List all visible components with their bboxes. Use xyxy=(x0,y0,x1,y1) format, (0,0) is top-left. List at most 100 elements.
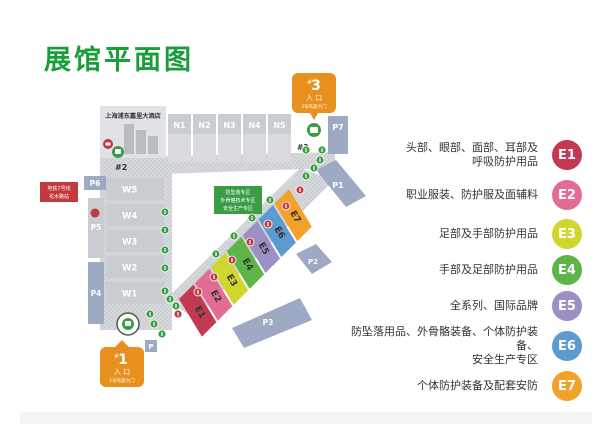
service-icon xyxy=(301,145,311,155)
p3-label: P3 xyxy=(263,318,274,327)
metro-icon xyxy=(90,208,100,218)
p-small-label: P xyxy=(148,343,153,351)
hall-label: W4 xyxy=(122,212,137,222)
legend-text-line: 个体防护装备及配套安防 xyxy=(417,379,538,392)
hall-n5[interactable]: N5 xyxy=(268,114,291,162)
info-icon xyxy=(227,255,237,265)
entrance-3[interactable]: # 3 入 口 3号有盖大门 xyxy=(292,73,336,120)
parking-p1[interactable]: P1 xyxy=(316,160,366,207)
info-icon xyxy=(281,201,291,211)
special-zone-callout: 防坠落专区 外骨骼技术专区 安全生产专区 xyxy=(214,186,262,214)
hall-e2[interactable]: E2 xyxy=(194,268,233,321)
legend-item-e1: 头部、眼部、面部、耳部及呼吸防护用品 E1 xyxy=(340,140,590,170)
hall-e7[interactable]: E7 xyxy=(274,189,312,242)
legend-text-line: 足部及手部防护用品 xyxy=(439,227,538,240)
info-icon xyxy=(295,185,305,195)
west-note-line-1: 地铁7号线 xyxy=(47,185,70,192)
legend-text-line: 手部及足部防护用品 xyxy=(439,263,538,276)
legend-badge: E2 xyxy=(552,180,582,210)
service-icon xyxy=(160,263,170,273)
hall-e3[interactable]: E3 xyxy=(210,252,249,305)
special-zone-line-3: 安全生产专区 xyxy=(223,205,253,212)
service-icon xyxy=(229,231,239,241)
legend-item-e2: 职业服装、防护服及面辅料 E2 xyxy=(340,180,590,210)
hall-label: W2 xyxy=(122,264,137,274)
hall-label: W1 xyxy=(122,290,137,300)
p4-label: P4 xyxy=(91,289,102,298)
entrance-3-number: 3 xyxy=(311,78,321,94)
hall-label: N1 xyxy=(173,121,186,130)
entrance-1-number: 1 xyxy=(118,352,128,368)
hall-w5[interactable]: W5 xyxy=(106,178,164,200)
hall-n4[interactable]: N4 xyxy=(243,114,266,162)
legend-text: 手部及足部防护用品 xyxy=(439,263,538,277)
special-zone-line-2: 外骨骼技术专区 xyxy=(220,197,255,204)
service-icon xyxy=(211,249,221,259)
hotel-name: 上海浦东嘉里大酒店 xyxy=(105,112,161,120)
legend-text-line: 职业服装、防护服及面辅料 xyxy=(406,188,538,201)
hall-w4[interactable]: W4 xyxy=(106,204,164,226)
hall-label: N3 xyxy=(223,121,235,130)
parking-p7[interactable]: P7 xyxy=(328,116,348,154)
entrance-3-label: 入 口 xyxy=(306,94,322,102)
legend-item-e6: 防坠落用品、外骨骼装备、个体防护装备、安全生产专区 E6 xyxy=(340,325,590,366)
hall-w2[interactable]: W2 xyxy=(106,256,164,278)
entrance-2-marker: #2 xyxy=(115,163,127,172)
parking-p2[interactable]: P2 xyxy=(296,244,332,274)
p7-label: P7 xyxy=(332,123,343,132)
hall-e1[interactable]: E1 xyxy=(179,284,217,337)
hall-w1[interactable]: W1 xyxy=(106,282,164,304)
parking-icon xyxy=(112,146,124,158)
service-icon xyxy=(165,294,175,304)
entrance-3-prefix: # xyxy=(307,79,312,86)
legend-badge: E3 xyxy=(552,219,582,249)
entrance-3-icon xyxy=(307,123,321,137)
legend-badge: E6 xyxy=(552,331,582,361)
parking-p3[interactable]: P3 xyxy=(232,298,312,348)
service-icon xyxy=(160,225,170,235)
hall-n3[interactable]: N3 xyxy=(218,114,241,162)
p1-label: P1 xyxy=(332,181,344,190)
legend-badge: E5 xyxy=(552,291,582,321)
hall-e5[interactable]: E5 xyxy=(242,220,281,273)
hall-e6[interactable]: E6 xyxy=(258,204,296,258)
legend-item-e4: 手部及足部防护用品 E4 xyxy=(340,255,590,285)
parking-p4[interactable]: P4 xyxy=(88,262,104,324)
p5-label: P5 xyxy=(91,223,102,232)
p6-label: P6 xyxy=(90,179,101,188)
parking-p5[interactable]: P5 xyxy=(88,198,104,258)
hall-n2[interactable]: N2 xyxy=(193,114,216,162)
entrance-3-sub: 3号有盖大门 xyxy=(301,103,327,110)
entrance-1[interactable]: # 1 入 口 1号有盖大门 xyxy=(100,340,144,387)
hall-label: W3 xyxy=(122,238,137,248)
hall-n1[interactable]: N1 xyxy=(168,114,191,162)
page-title: 展馆平面图 xyxy=(44,45,194,76)
legend-badge: E4 xyxy=(552,255,582,285)
service-icon xyxy=(160,207,170,217)
hall-w3[interactable]: W3 xyxy=(106,230,164,252)
legend-text: 头部、眼部、面部、耳部及呼吸防护用品 xyxy=(406,141,538,169)
hall-e4[interactable]: E4 xyxy=(226,236,265,289)
service-icon xyxy=(157,329,167,339)
legend-text: 足部及手部防护用品 xyxy=(439,227,538,241)
parking-p-small[interactable]: P xyxy=(145,340,157,352)
west-note: 地铁7号线 花木路站 xyxy=(40,182,78,202)
parking-p6[interactable]: P6 xyxy=(84,176,106,190)
entrance-1-building xyxy=(116,312,140,336)
legend-text: 防坠落用品、外骨骼装备、个体防护装备、安全生产专区 xyxy=(340,325,538,367)
west-note-line-2: 花木路站 xyxy=(49,193,69,200)
legend-text: 职业服装、防护服及面辅料 xyxy=(406,188,538,202)
legend-badge: E1 xyxy=(552,140,582,170)
hall-label: W5 xyxy=(122,186,137,196)
service-icon xyxy=(315,155,325,165)
legend-text-line: 呼吸防护用品 xyxy=(472,155,538,168)
hotel[interactable]: 上海浦东嘉里大酒店 xyxy=(100,106,166,158)
service-icon xyxy=(149,319,159,329)
service-icon xyxy=(160,286,170,296)
hall-label: N5 xyxy=(273,121,286,130)
legend-text-line: 安全生产专区 xyxy=(472,353,538,366)
service-icon xyxy=(301,171,311,181)
legend-text: 全系列、国际品牌 xyxy=(450,299,538,313)
